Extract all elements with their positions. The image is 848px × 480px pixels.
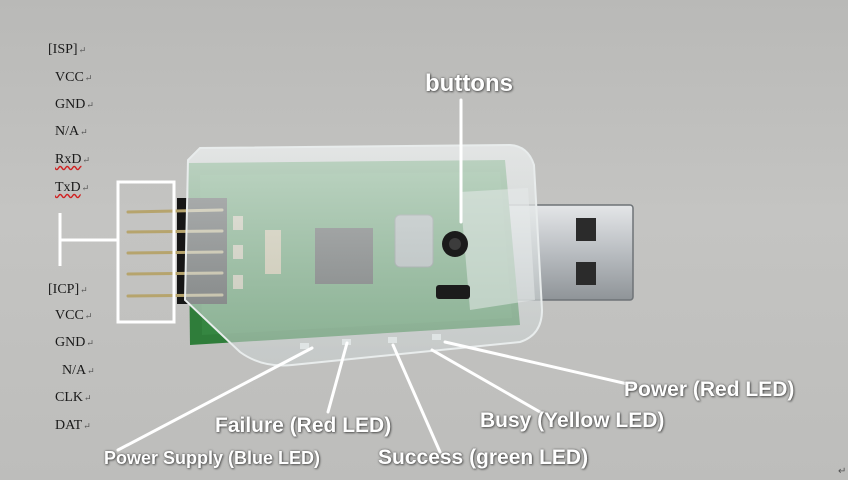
isp-pin-5: TxD↵ bbox=[55, 180, 90, 195]
callout-power-led: Power (Red LED) bbox=[624, 378, 795, 401]
icp-pin-2-text: GND bbox=[55, 335, 86, 350]
icp-pin-1-text: VCC bbox=[55, 308, 84, 323]
isp-pin-4-text: RxD bbox=[55, 152, 82, 167]
callout-failure-led: Failure (Red LED) bbox=[215, 414, 392, 437]
isp-header-label: [ISP]↵ bbox=[48, 42, 87, 57]
icp-pin-4-text: CLK bbox=[55, 390, 83, 405]
push-buttons bbox=[436, 231, 470, 299]
isp-pin-3: N/A↵ bbox=[55, 124, 88, 139]
isp-header-text: [ISP] bbox=[48, 42, 78, 57]
icp-header-label: [ICP]↵ bbox=[48, 282, 88, 297]
pin-bracket bbox=[58, 180, 176, 324]
icp-pin-1: VCC↵ bbox=[55, 308, 93, 323]
icp-pin-5: DAT↵ bbox=[55, 418, 91, 433]
icp-pin-4: CLK↵ bbox=[55, 390, 92, 405]
icp-header-text: [ICP] bbox=[48, 282, 80, 297]
icp-pin-2: GND↵ bbox=[55, 335, 94, 350]
isp-pin-1-text: VCC bbox=[55, 70, 84, 85]
icp-pin-3-text: N/A bbox=[62, 363, 87, 378]
isp-pin-5-text: TxD bbox=[55, 180, 81, 195]
isp-pin-2: GND↵ bbox=[55, 97, 94, 112]
callout-lines bbox=[116, 98, 634, 454]
isp-pin-4: RxD↵ bbox=[55, 152, 90, 167]
isp-pin-3-text: N/A bbox=[55, 124, 80, 139]
callout-power-supply-led: Power Supply (Blue LED) bbox=[104, 448, 321, 468]
transparent-case bbox=[183, 143, 544, 367]
corner-mark: ↵ bbox=[838, 466, 846, 477]
callout-busy-led: Busy (Yellow LED) bbox=[480, 409, 665, 432]
icp-pin-5-text: DAT bbox=[55, 418, 83, 433]
isp-pin-1: VCC↵ bbox=[55, 70, 93, 85]
icp-pin-3: N/A↵ bbox=[62, 363, 95, 378]
callout-success-led: Success (green LED) bbox=[378, 446, 589, 469]
callout-buttons: buttons bbox=[425, 70, 513, 97]
isp-pin-2-text: GND bbox=[55, 97, 86, 112]
